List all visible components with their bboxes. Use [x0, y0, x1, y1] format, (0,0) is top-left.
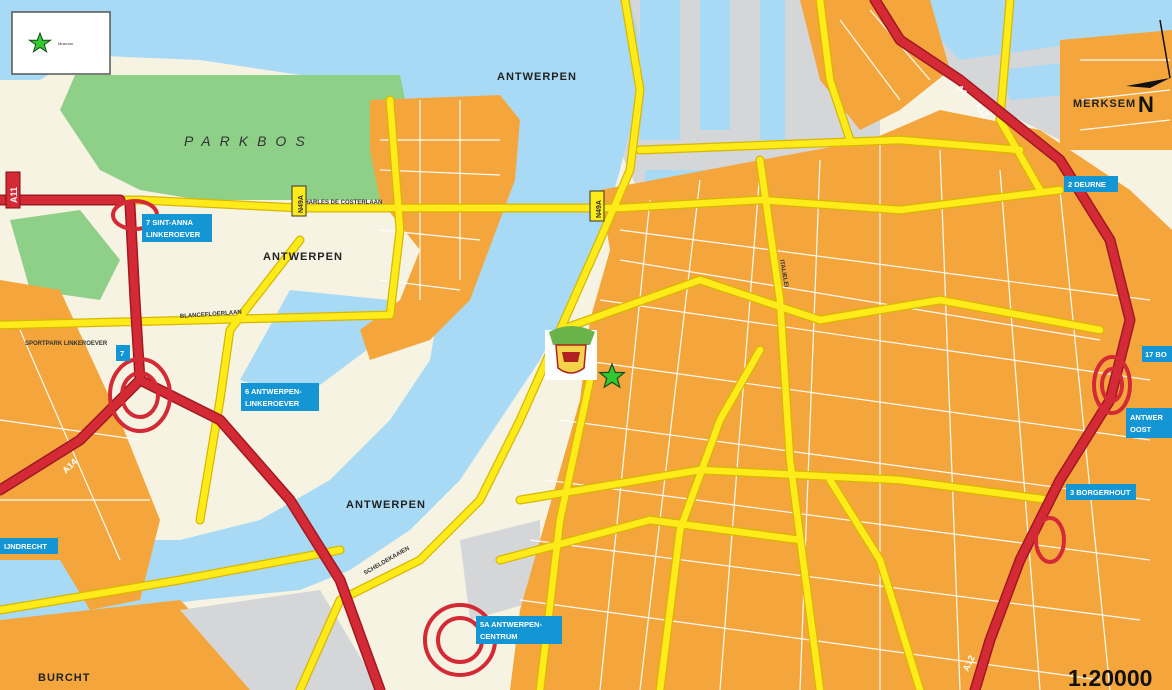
scale-label: 1:20000 [1068, 665, 1152, 690]
svg-text:N49A: N49A [298, 195, 305, 213]
north-arrow-icon [1126, 78, 1170, 88]
emblem-banner [549, 326, 595, 345]
svg-text:A11: A11 [9, 187, 19, 203]
svg-text:ANTWER: ANTWER [1130, 413, 1163, 422]
urban-linkeroever [360, 95, 520, 360]
street-italielei: ITALIELEI [778, 259, 789, 288]
urban-merksem [1060, 30, 1172, 150]
dock-water-1 [640, 0, 680, 140]
exit-7-sint-anna: 7 SINT-ANNA LINKEROEVER [142, 214, 212, 242]
exit-3-borgerhout: 3 BORGERHOUT [1066, 484, 1136, 500]
north-arrow: N [1126, 19, 1171, 117]
svg-text:3 BORGERHOUT: 3 BORGERHOUT [1070, 488, 1131, 497]
svg-text:7 SINT-ANNA: 7 SINT-ANNA [146, 218, 194, 227]
shield-n49a-2: N49A [589, 190, 605, 222]
exit-6-antwerpen-linkeroever: 6 ANTWERPEN- LINKEROEVER [241, 383, 319, 411]
legend-box [11, 11, 111, 75]
highways [0, 0, 1134, 690]
svg-text:CENTRUM: CENTRUM [480, 632, 518, 641]
coat-of-arms-emblem [545, 326, 597, 380]
emblem-charge [562, 352, 580, 362]
svg-text:6 ANTWERPEN-: 6 ANTWERPEN- [245, 387, 302, 396]
canal-albert [900, 0, 1172, 60]
svg-text:IJNDRECHT: IJNDRECHT [4, 542, 47, 551]
park-west [10, 210, 120, 300]
svg-text:17 BO: 17 BO [1145, 350, 1167, 359]
exit-17: 17 BO [1142, 346, 1172, 362]
svg-text:LINKEROEVER: LINKEROEVER [245, 399, 300, 408]
exit-zwijndrecht: IJNDRECHT [0, 538, 58, 554]
dock-water-2 [700, 0, 730, 130]
south-dock [460, 520, 540, 620]
exit-5a-antwerpen-centrum: 5A ANTWERPEN- CENTRUM [476, 616, 562, 644]
shield-n49a-1: N49A [291, 185, 307, 217]
svg-text:2 DEURNE: 2 DEURNE [1068, 180, 1106, 189]
street-sportpark: SPORTPARK LINKEROEVER [25, 341, 108, 347]
label-antwerpen-south: ANTWERPEN [346, 499, 426, 511]
star-icon [27, 31, 53, 54]
label-merksem: MERKSEM [1073, 98, 1136, 110]
street-blancefloerlaan: BLANCEFLOERLAAN [180, 310, 242, 320]
label-parkbos: PARKBOS [184, 133, 314, 149]
exit-2-deurne: 2 DEURNE [1064, 176, 1118, 192]
north-label: N [1138, 92, 1154, 117]
museum-marker-star-icon[interactable] [597, 362, 627, 389]
street-costerlaan: CHARLES DE COSTERLAAN [300, 200, 382, 206]
svg-text:7: 7 [120, 349, 124, 358]
svg-text:N49A: N49A [596, 200, 603, 218]
label-burcht: BURCHT [38, 672, 90, 684]
label-antwerpen-north: ANTWERPEN [497, 71, 577, 83]
legend: Museum [11, 11, 111, 75]
svg-text:OOST: OOST [1130, 425, 1152, 434]
label-antwerpen-left: ANTWERPEN [263, 251, 343, 263]
legend-label: Museum [58, 41, 74, 46]
shield-a11: A11 [5, 171, 21, 209]
exit-7-sportpark: 7 [116, 345, 130, 361]
park-parkbos [60, 75, 420, 200]
exit-antwerpen-oost: ANTWER OOST [1126, 408, 1172, 438]
svg-text:5A ANTWERPEN-: 5A ANTWERPEN- [480, 620, 542, 629]
dock-water-3 [760, 0, 785, 140]
svg-text:LINKEROEVER: LINKEROEVER [146, 230, 201, 239]
